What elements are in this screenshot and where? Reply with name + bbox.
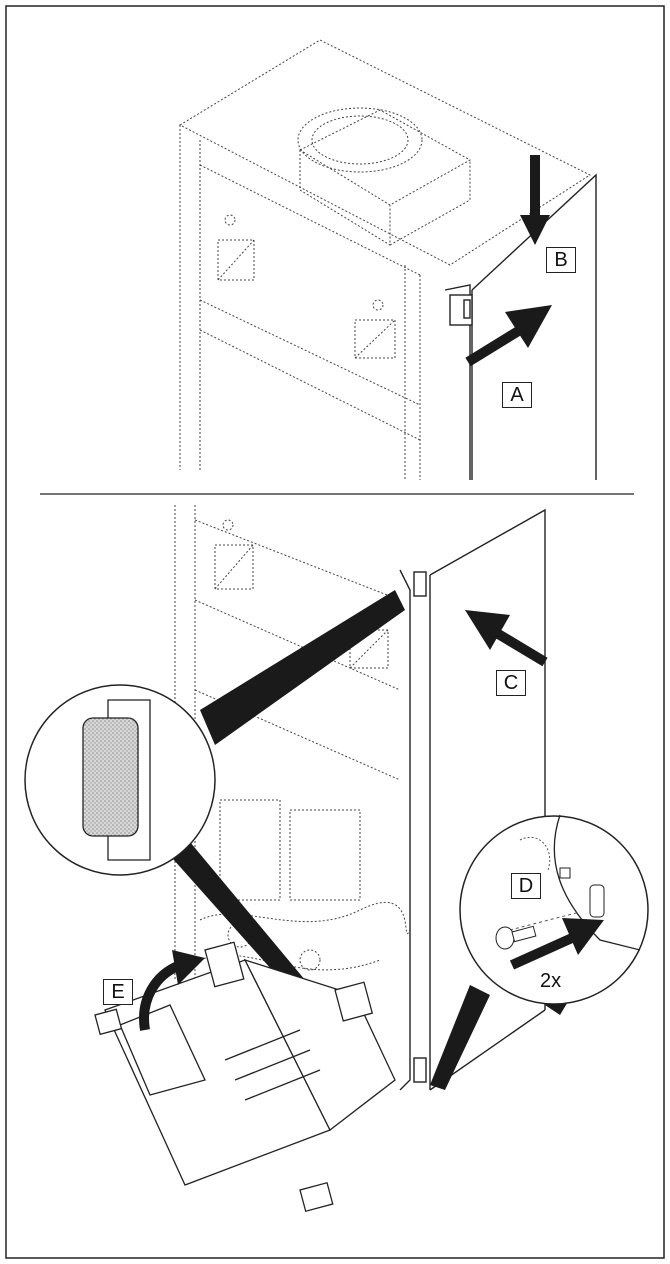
label-c: C — [496, 670, 526, 696]
label-a: A — [502, 382, 532, 408]
multiplier-label: 2x — [540, 970, 562, 992]
control-box-drawing — [94, 941, 396, 1213]
top-boiler-drawing — [178, 39, 592, 480]
outer-frame — [5, 5, 665, 1259]
panel-outline — [471, 173, 597, 480]
top-side-panel — [444, 173, 597, 480]
fan-outline — [297, 107, 423, 173]
arrow-c — [465, 610, 548, 667]
arrow-b — [520, 155, 550, 245]
screw-icon — [495, 925, 537, 950]
zoom-callout-right — [430, 814, 649, 1090]
label-e: E — [103, 979, 133, 1005]
label-b: B — [546, 247, 576, 273]
top-face — [178, 39, 592, 266]
bottom-boiler-drawing — [174, 505, 411, 980]
arrow-e — [139, 950, 205, 1031]
arrow-a — [465, 305, 552, 367]
label-d: D — [511, 873, 541, 899]
stippled-pad — [82, 717, 139, 837]
